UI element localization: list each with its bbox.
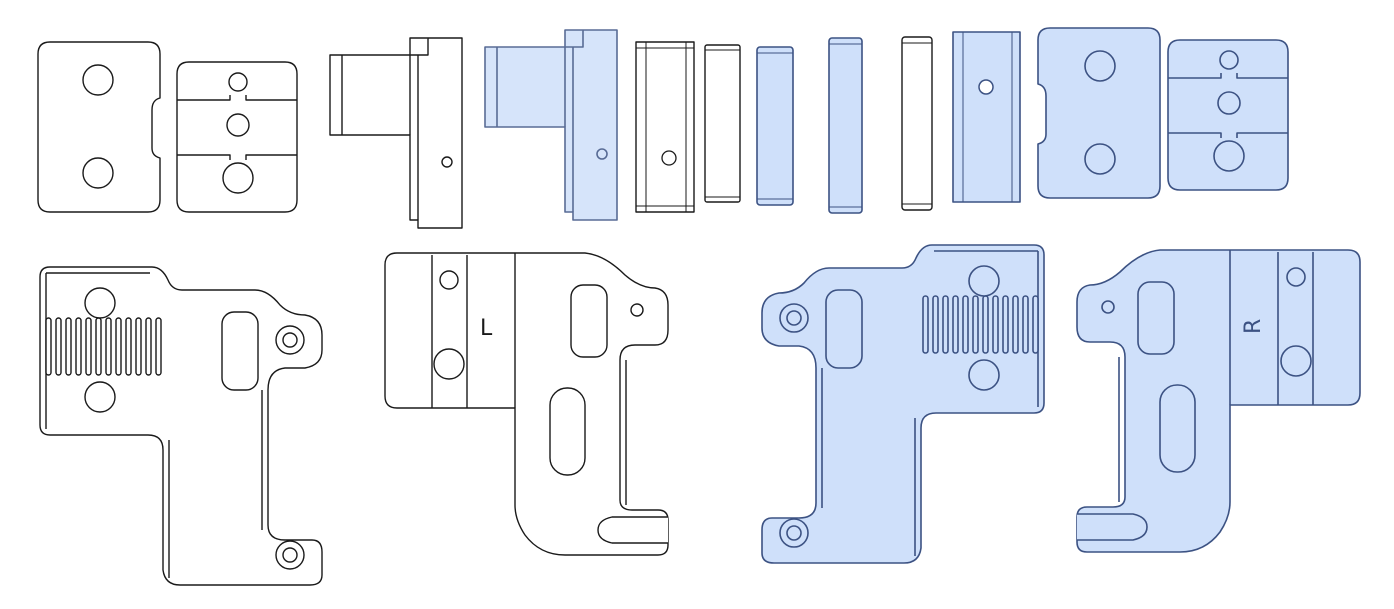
plate-top-4-selected[interactable] — [1167, 39, 1289, 191]
bracket-right-r-selected[interactable] — [1076, 249, 1361, 553]
part-label-r: R — [1241, 319, 1266, 334]
plate-top-1[interactable] — [37, 41, 161, 213]
side-bracket-2-selected[interactable] — [484, 29, 618, 221]
part-label-l: L — [480, 316, 493, 341]
spacer-bar-1[interactable] — [704, 44, 741, 203]
spacer-block-2-selected[interactable] — [952, 31, 1021, 203]
spacer-bar-4[interactable] — [901, 36, 933, 211]
plate-top-3-selected[interactable] — [1037, 27, 1161, 199]
bracket-left-l[interactable] — [384, 252, 669, 556]
spacer-block-1[interactable] — [635, 41, 695, 213]
bracket-right-a-selected[interactable] — [761, 244, 1045, 564]
spacer-bar-3-selected[interactable] — [828, 37, 863, 214]
spacer-bar-2-selected[interactable] — [756, 46, 794, 206]
plate-top-2[interactable] — [176, 61, 298, 213]
side-bracket-1[interactable] — [329, 37, 463, 229]
bracket-left-a[interactable] — [39, 266, 323, 586]
